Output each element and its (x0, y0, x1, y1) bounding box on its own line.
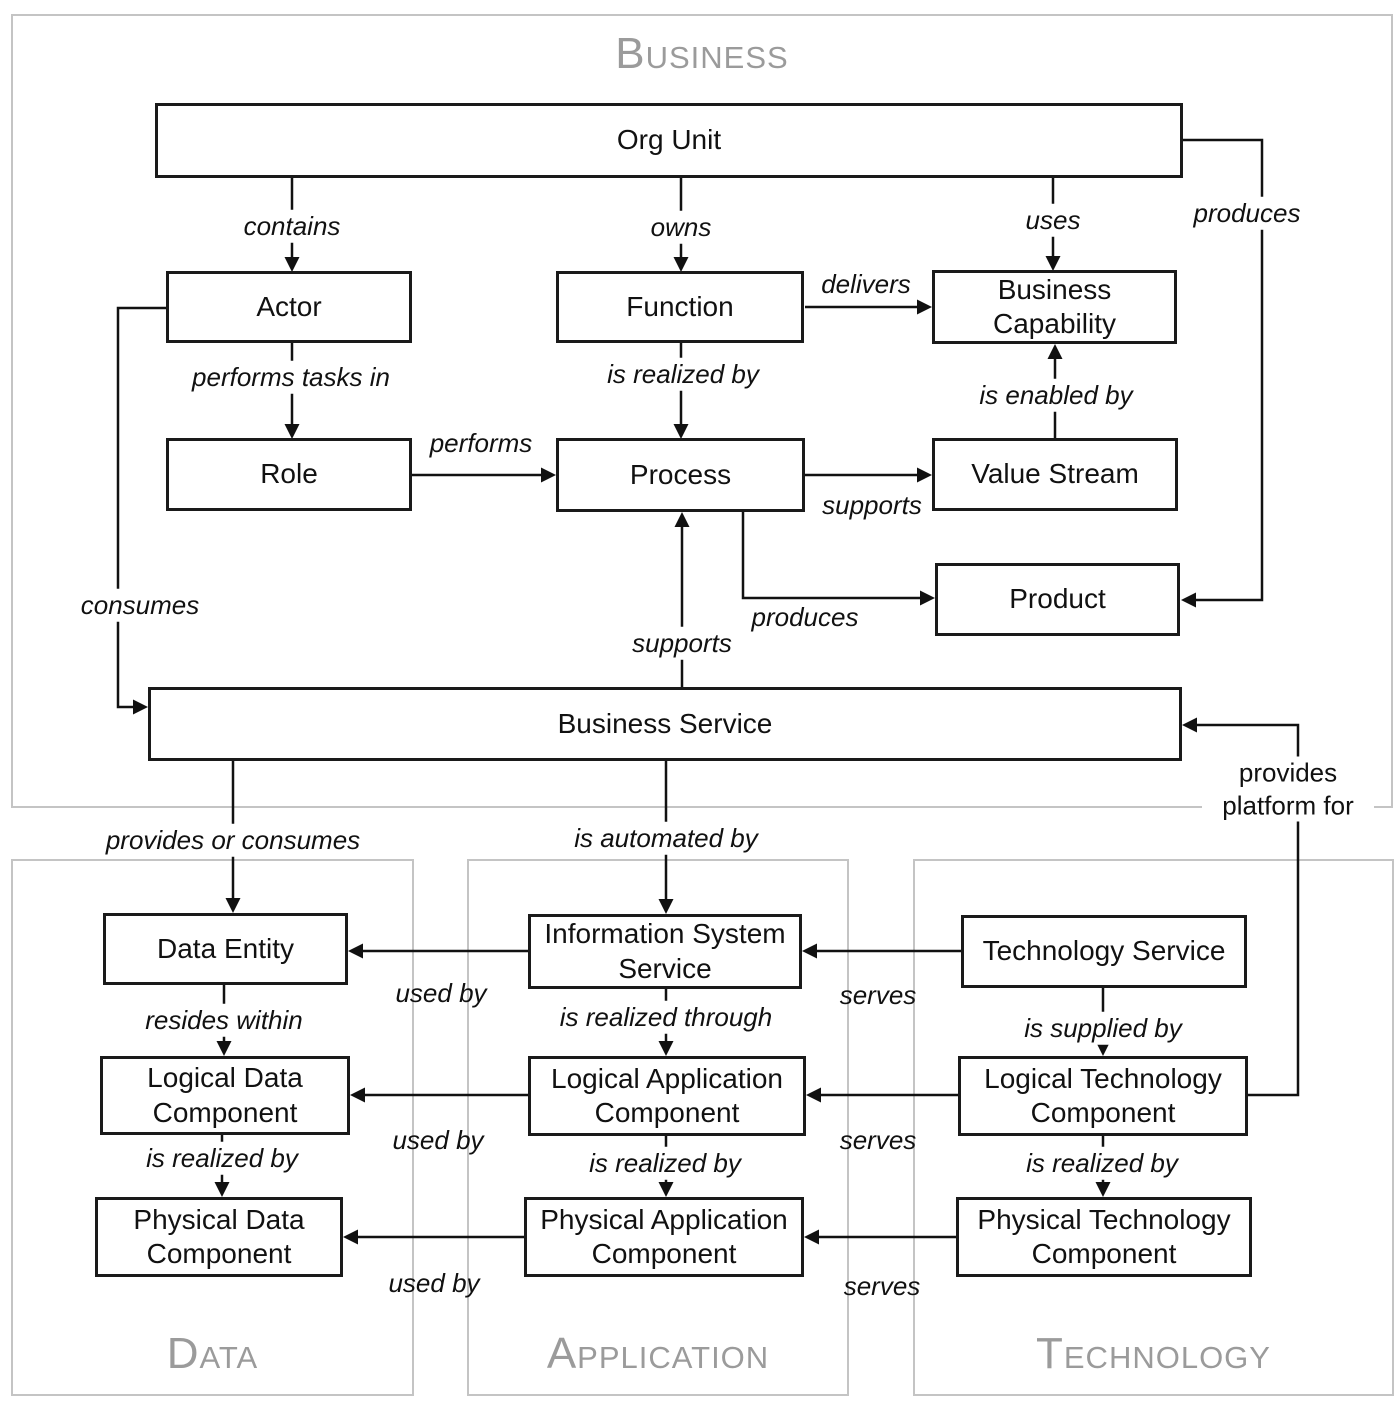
edge-label-performs-tasks-in: performs tasks in (186, 360, 396, 394)
node-logical-data-component: Logical Data Component (100, 1056, 350, 1135)
edge-label-supports-service: supports (626, 626, 738, 660)
node-business-capability-label: Business Capability (993, 273, 1116, 339)
node-function: Function (556, 271, 804, 343)
node-physical-data-component-label: Physical Data Component (133, 1203, 305, 1269)
node-actor-label: Actor (256, 290, 322, 322)
node-logical-data-component-label: Logical Data Component (147, 1062, 303, 1128)
edge-label-uses: uses (1019, 203, 1087, 237)
business-layer-title: Business (615, 29, 789, 78)
edge-label-performs: performs (429, 427, 533, 458)
edge-label-resides-within: resides within (139, 1003, 309, 1037)
data-layer-title: Data (166, 1329, 259, 1378)
node-role: Role (166, 438, 412, 511)
edge-label-supports-process: supports (822, 489, 922, 520)
node-physical-technology-component: Physical Technology Component (956, 1197, 1252, 1277)
edge-label-is-realized-by-app: is realized by (583, 1146, 747, 1180)
data-layer-container: Data (11, 859, 414, 1396)
node-information-system-service: Information System Service (528, 914, 802, 989)
edge-label-delivers: delivers (821, 268, 911, 299)
node-physical-application-component: Physical Application Component (524, 1197, 804, 1277)
edge-label-owns: owns (644, 210, 718, 244)
edge-label-used-by-logical: used by (392, 1124, 484, 1155)
node-logical-technology-component: Logical Technology Component (958, 1056, 1248, 1136)
node-role-label: Role (260, 458, 318, 490)
business-layer-container: Business (11, 14, 1393, 808)
edge-label-is-realized-by-data: is realized by (140, 1141, 304, 1175)
edge-label-is-realized-through: is realized through (553, 1000, 779, 1034)
technology-layer-container: Technology (913, 859, 1394, 1396)
node-product-label: Product (1009, 583, 1106, 615)
edge-label-produces-org: produces (1187, 196, 1307, 230)
node-product: Product (935, 563, 1180, 636)
node-value-stream: Value Stream (932, 438, 1178, 511)
edge-label-consumes: consumes (74, 588, 206, 622)
node-logical-application-component-label: Logical Application Component (551, 1062, 783, 1128)
node-physical-data-component: Physical Data Component (95, 1197, 343, 1277)
edge-label-contains: contains (237, 209, 347, 243)
node-process: Process (556, 438, 805, 512)
node-data-entity-label: Data Entity (157, 932, 294, 964)
edge-label-provides-or-consumes: provides or consumes (99, 823, 367, 857)
node-value-stream-label: Value Stream (971, 458, 1139, 490)
application-layer-container: Application (467, 859, 849, 1396)
node-process-label: Process (629, 458, 732, 490)
node-org-unit-label: Org Unit (616, 124, 722, 156)
edge-label-used-by-entity: used by (395, 977, 487, 1008)
edge-label-used-by-physical: used by (388, 1267, 480, 1298)
edge-label-is-realized-by-function: is realized by (601, 357, 765, 391)
edge-label-serves-service: serves (839, 979, 917, 1010)
node-business-service: Business Service (148, 687, 1182, 761)
node-technology-service: Technology Service (961, 915, 1247, 988)
edge-label-serves-physical: serves (843, 1270, 921, 1301)
edge-label-produces-process: produces (751, 601, 859, 632)
technology-layer-title: Technology (1036, 1329, 1271, 1378)
node-org-unit: Org Unit (155, 103, 1183, 178)
edge-label-provides-platform-for: provides platform for (1202, 756, 1374, 822)
application-layer-title: Application (546, 1329, 770, 1378)
node-business-capability: Business Capability (932, 270, 1177, 344)
node-physical-application-component-label: Physical Application Component (540, 1203, 788, 1269)
node-function-label: Function (626, 290, 734, 322)
edge-label-is-realized-by-tech: is realized by (1020, 1146, 1184, 1180)
edge-label-is-enabled-by: is enabled by (973, 378, 1139, 412)
node-physical-technology-component-label: Physical Technology Component (977, 1203, 1231, 1269)
node-business-service-label: Business Service (557, 707, 773, 739)
edge-label-serves-logical: serves (839, 1124, 917, 1155)
node-logical-application-component: Logical Application Component (528, 1056, 806, 1136)
edge-label-is-automated-by: is automated by (568, 821, 764, 855)
node-technology-service-label: Technology Service (982, 935, 1226, 967)
node-information-system-service-label: Information System Service (544, 918, 786, 984)
node-actor: Actor (166, 271, 412, 343)
node-logical-technology-component-label: Logical Technology Component (984, 1062, 1222, 1128)
node-data-entity: Data Entity (103, 913, 348, 985)
edge-label-is-supplied-by: is supplied by (1018, 1011, 1188, 1045)
